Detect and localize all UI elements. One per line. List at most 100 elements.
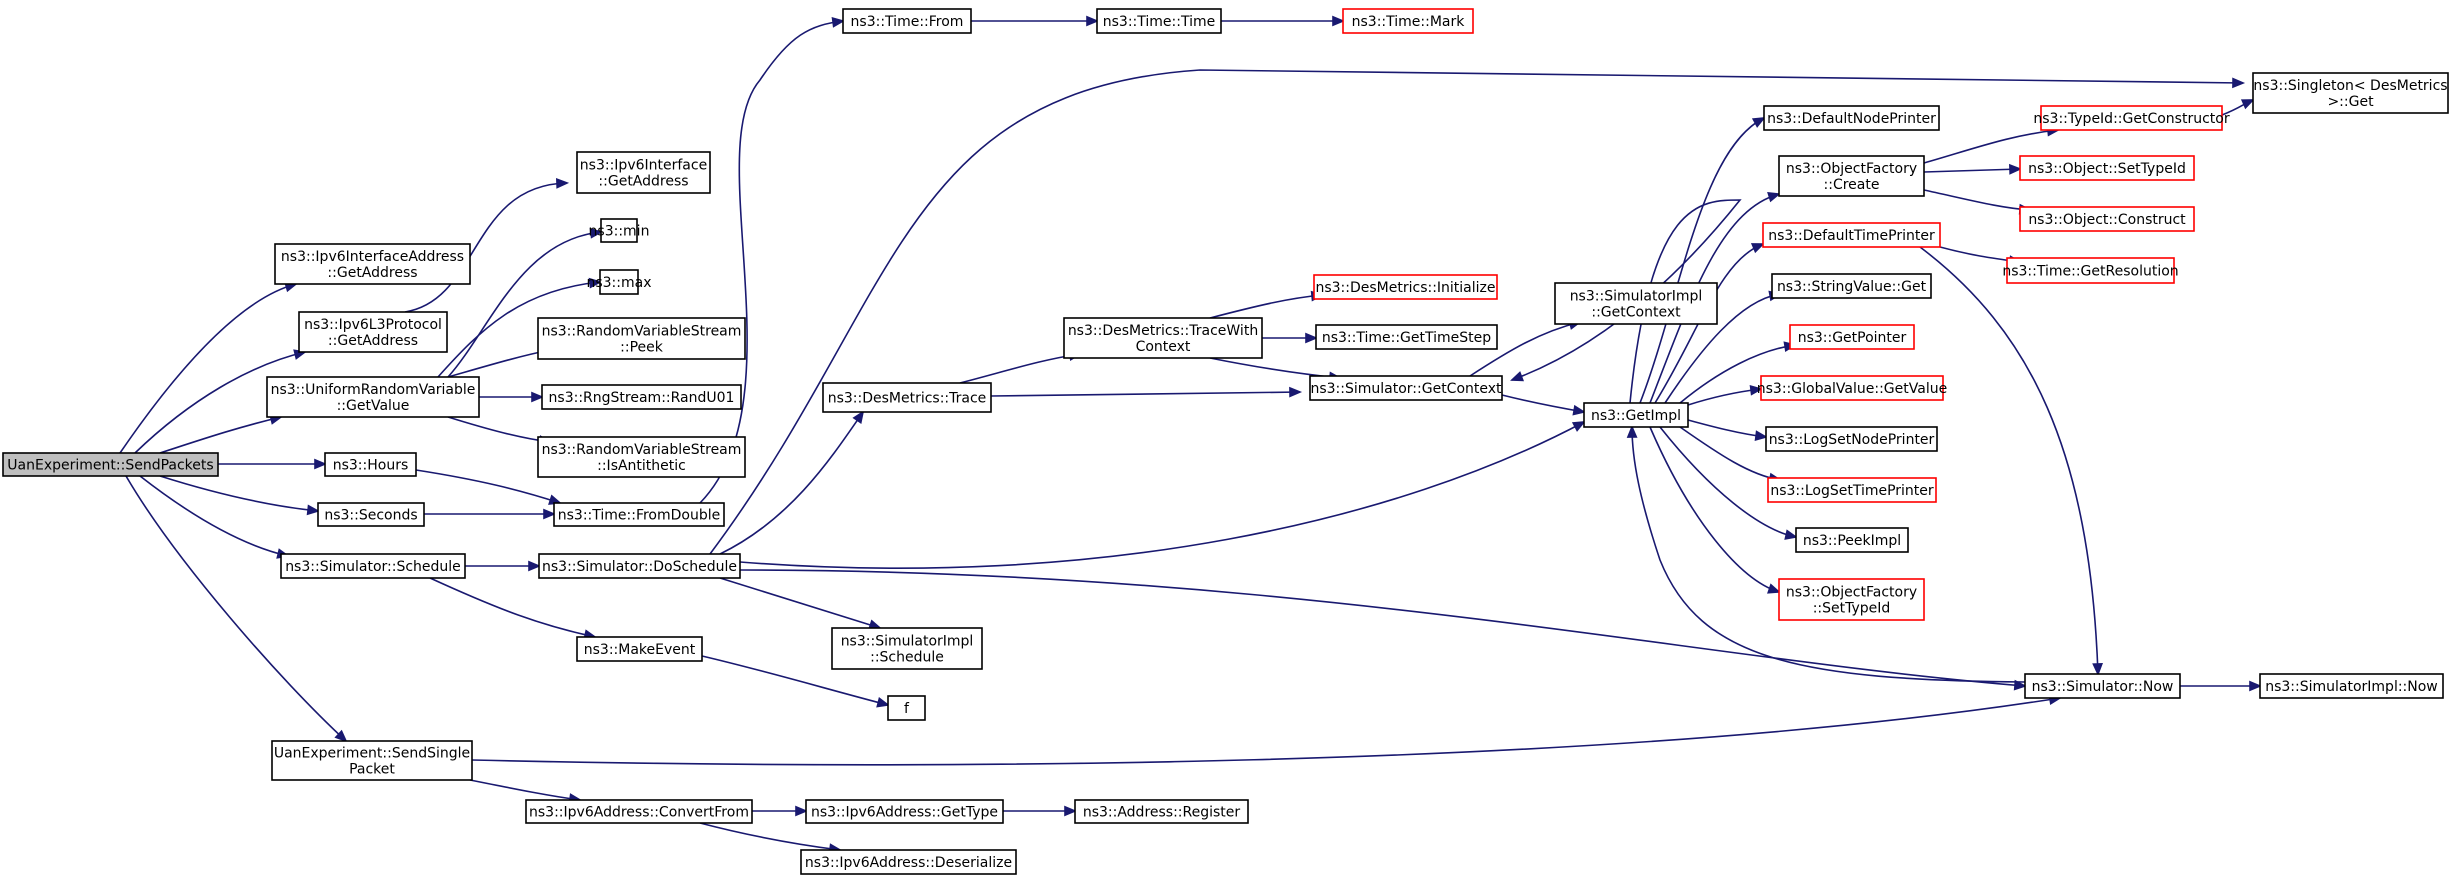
- node-box: [600, 218, 638, 243]
- edge-arrowhead: [1572, 404, 1587, 416]
- node-dosched[interactable]: ns3::Simulator::DoSchedule: [538, 553, 741, 579]
- node-label: ns3::Time::FromDouble: [558, 508, 721, 524]
- node-ipv6iface[interactable]: ns3::Ipv6Interface::GetAddress: [576, 151, 711, 194]
- node-box: [831, 627, 983, 670]
- node-label: ns3::PeekImpl: [1803, 533, 1901, 549]
- node-box: [525, 799, 753, 824]
- edge-arrowhead: [588, 277, 603, 289]
- node-rvspeek[interactable]: ns3::RandomVariableStream::Peek: [537, 317, 746, 360]
- node-label: ns3::Singleton< DesMetrics: [2253, 78, 2447, 94]
- node-defnodeprinter[interactable]: ns3::DefaultNodePrinter: [1763, 105, 1940, 131]
- node-hours[interactable]: ns3::Hours: [324, 452, 417, 477]
- nodes-layer: UanExperiment::SendPackets ns3::Ipv6Inter…: [2, 8, 2449, 875]
- node-getpointer[interactable]: ns3::GetPointer: [1789, 324, 1915, 350]
- edge-root-to-ipv6ifaddr: [119, 281, 298, 454]
- node-objsettypeid[interactable]: ns3::Object::SetTypeId: [2019, 155, 2195, 181]
- node-objfactsettype[interactable]: ns3::ObjectFactory::SetTypeId: [1778, 578, 1925, 621]
- edge-arrowhead: [1305, 332, 1319, 344]
- edge-line: [739, 569, 2026, 687]
- node-box: [887, 695, 926, 721]
- node-label: ns3::MakeEvent: [584, 642, 696, 658]
- edge-line: [159, 475, 319, 512]
- edge-timefrom-to-timetime: [971, 15, 1100, 27]
- edge-root-to-urv: [159, 414, 284, 454]
- node-logsetnode[interactable]: ns3::LogSetNodePrinter: [1765, 426, 1938, 452]
- node-box: [576, 151, 711, 194]
- edge-line: [739, 421, 1585, 569]
- edge-arrowhead: [556, 178, 570, 189]
- edge-line: [1659, 426, 1797, 538]
- node-simimplnow[interactable]: ns3::SimulatorImpl::Now: [2259, 673, 2444, 699]
- node-getresolution[interactable]: ns3::Time::GetResolution: [2002, 257, 2179, 284]
- edge-getimpl-to-peekimpl: [1659, 426, 1799, 540]
- node-box: [537, 317, 746, 360]
- edge-arrowhead: [1754, 430, 1769, 442]
- node-register[interactable]: ns3::Address::Register: [1074, 799, 1249, 824]
- node-desminit[interactable]: ns3::DesMetrics::Initialize: [1313, 274, 1498, 300]
- edge-arrowhead: [876, 697, 890, 708]
- node-urv[interactable]: ns3::UniformRandomVariable::GetValue: [266, 376, 480, 418]
- node-deftimeprinter[interactable]: ns3::DefaultTimePrinter: [1762, 222, 1941, 248]
- node-max[interactable]: ns3::max: [586, 269, 652, 295]
- node-desmtrace[interactable]: ns3::DesMetrics::Trace: [822, 382, 992, 413]
- edge-desmtrace-to-simgetctx: [990, 386, 1303, 398]
- node-timefrom[interactable]: ns3::Time::From: [842, 8, 972, 34]
- node-randu01[interactable]: ns3::RngStream::RandU01: [541, 384, 742, 410]
- node-f[interactable]: f: [887, 695, 926, 721]
- edge-line: [1923, 129, 2059, 164]
- node-simimplgetctx[interactable]: ns3::SimulatorImpl::GetContext: [1554, 282, 1718, 325]
- edge-line: [404, 182, 568, 313]
- node-box: [1795, 527, 1909, 553]
- node-logsettime[interactable]: ns3::LogSetTimePrinter: [1767, 477, 1937, 503]
- node-seconds[interactable]: ns3::Seconds: [317, 502, 425, 527]
- node-sched[interactable]: ns3::Simulator::Schedule: [280, 553, 466, 579]
- node-gettype[interactable]: ns3::Ipv6Address::GetType: [805, 799, 1004, 824]
- node-singletonget[interactable]: ns3::Singleton< DesMetrics>::Get: [2252, 72, 2449, 114]
- node-deserialize[interactable]: ns3::Ipv6Address::Deserialize: [800, 849, 1017, 875]
- node-label: ns3::min: [589, 224, 650, 240]
- edge-deftimeprinter-to-simnow: [1919, 246, 2103, 677]
- node-box: [2024, 673, 2181, 699]
- edge-urv-to-min: [447, 227, 604, 378]
- node-label: ns3::Ipv6Address::ConvertFrom: [529, 805, 749, 821]
- edge-root-to-sendsingle: [125, 475, 348, 743]
- node-box: [2019, 155, 2195, 181]
- node-gettimestep[interactable]: ns3::Time::GetTimeStep: [1315, 324, 1498, 350]
- node-simnow[interactable]: ns3::Simulator::Now: [2024, 673, 2181, 699]
- node-box: [324, 452, 417, 477]
- node-objfactcreate[interactable]: ns3::ObjectFactory::Create: [1778, 155, 1925, 197]
- node-makeevent[interactable]: ns3::MakeEvent: [576, 636, 703, 662]
- edge-line: [469, 779, 581, 801]
- node-simgetctx[interactable]: ns3::Simulator::GetContext: [1309, 375, 1503, 401]
- node-simimplsched[interactable]: ns3::SimulatorImpl::Schedule: [831, 627, 983, 670]
- node-rvsanti[interactable]: ns3::RandomVariableStream::IsAntithetic: [537, 436, 746, 478]
- node-box: [541, 384, 742, 410]
- node-peekimpl[interactable]: ns3::PeekImpl: [1795, 527, 1909, 553]
- node-gvgetvalue[interactable]: ns3::GlobalValue::GetValue: [1757, 375, 1947, 401]
- node-ipv6l3[interactable]: ns3::Ipv6L3Protocol::GetAddress: [298, 311, 448, 353]
- node-getimpl[interactable]: ns3::GetImpl: [1583, 402, 1689, 428]
- node-strvalget[interactable]: ns3::StringValue::Get: [1771, 273, 1932, 299]
- node-timetime[interactable]: ns3::Time::Time: [1096, 8, 1222, 34]
- edge-line: [1649, 193, 1780, 404]
- node-min[interactable]: ns3::min: [589, 218, 650, 243]
- node-convertfrom[interactable]: ns3::Ipv6Address::ConvertFrom: [525, 799, 753, 824]
- node-box: [271, 740, 473, 781]
- edge-line: [719, 577, 881, 629]
- node-typeidgetctor[interactable]: ns3::TypeId::GetConstructor: [2033, 105, 2230, 131]
- node-ipv6ifaddr[interactable]: ns3::Ipv6InterfaceAddress::GetAddress: [274, 243, 471, 285]
- node-timemark[interactable]: ns3::Time::Mark: [1342, 8, 1474, 34]
- node-fromdouble[interactable]: ns3::Time::FromDouble: [553, 502, 725, 527]
- edge-line: [990, 391, 1301, 397]
- node-objconstruct[interactable]: ns3::Object::Construct: [2019, 206, 2195, 232]
- edge-desmtrace-to-tracewithctx: [959, 350, 1083, 384]
- node-label: ns3::Time::GetTimeStep: [1322, 330, 1491, 346]
- node-box: [266, 376, 480, 418]
- node-root[interactable]: UanExperiment::SendPackets: [2, 452, 219, 477]
- edge-getimpl-to-objfactcreate: [1649, 191, 1781, 404]
- node-label: ns3::Seconds: [324, 508, 417, 524]
- edge-line: [415, 469, 561, 504]
- node-box: [538, 553, 741, 579]
